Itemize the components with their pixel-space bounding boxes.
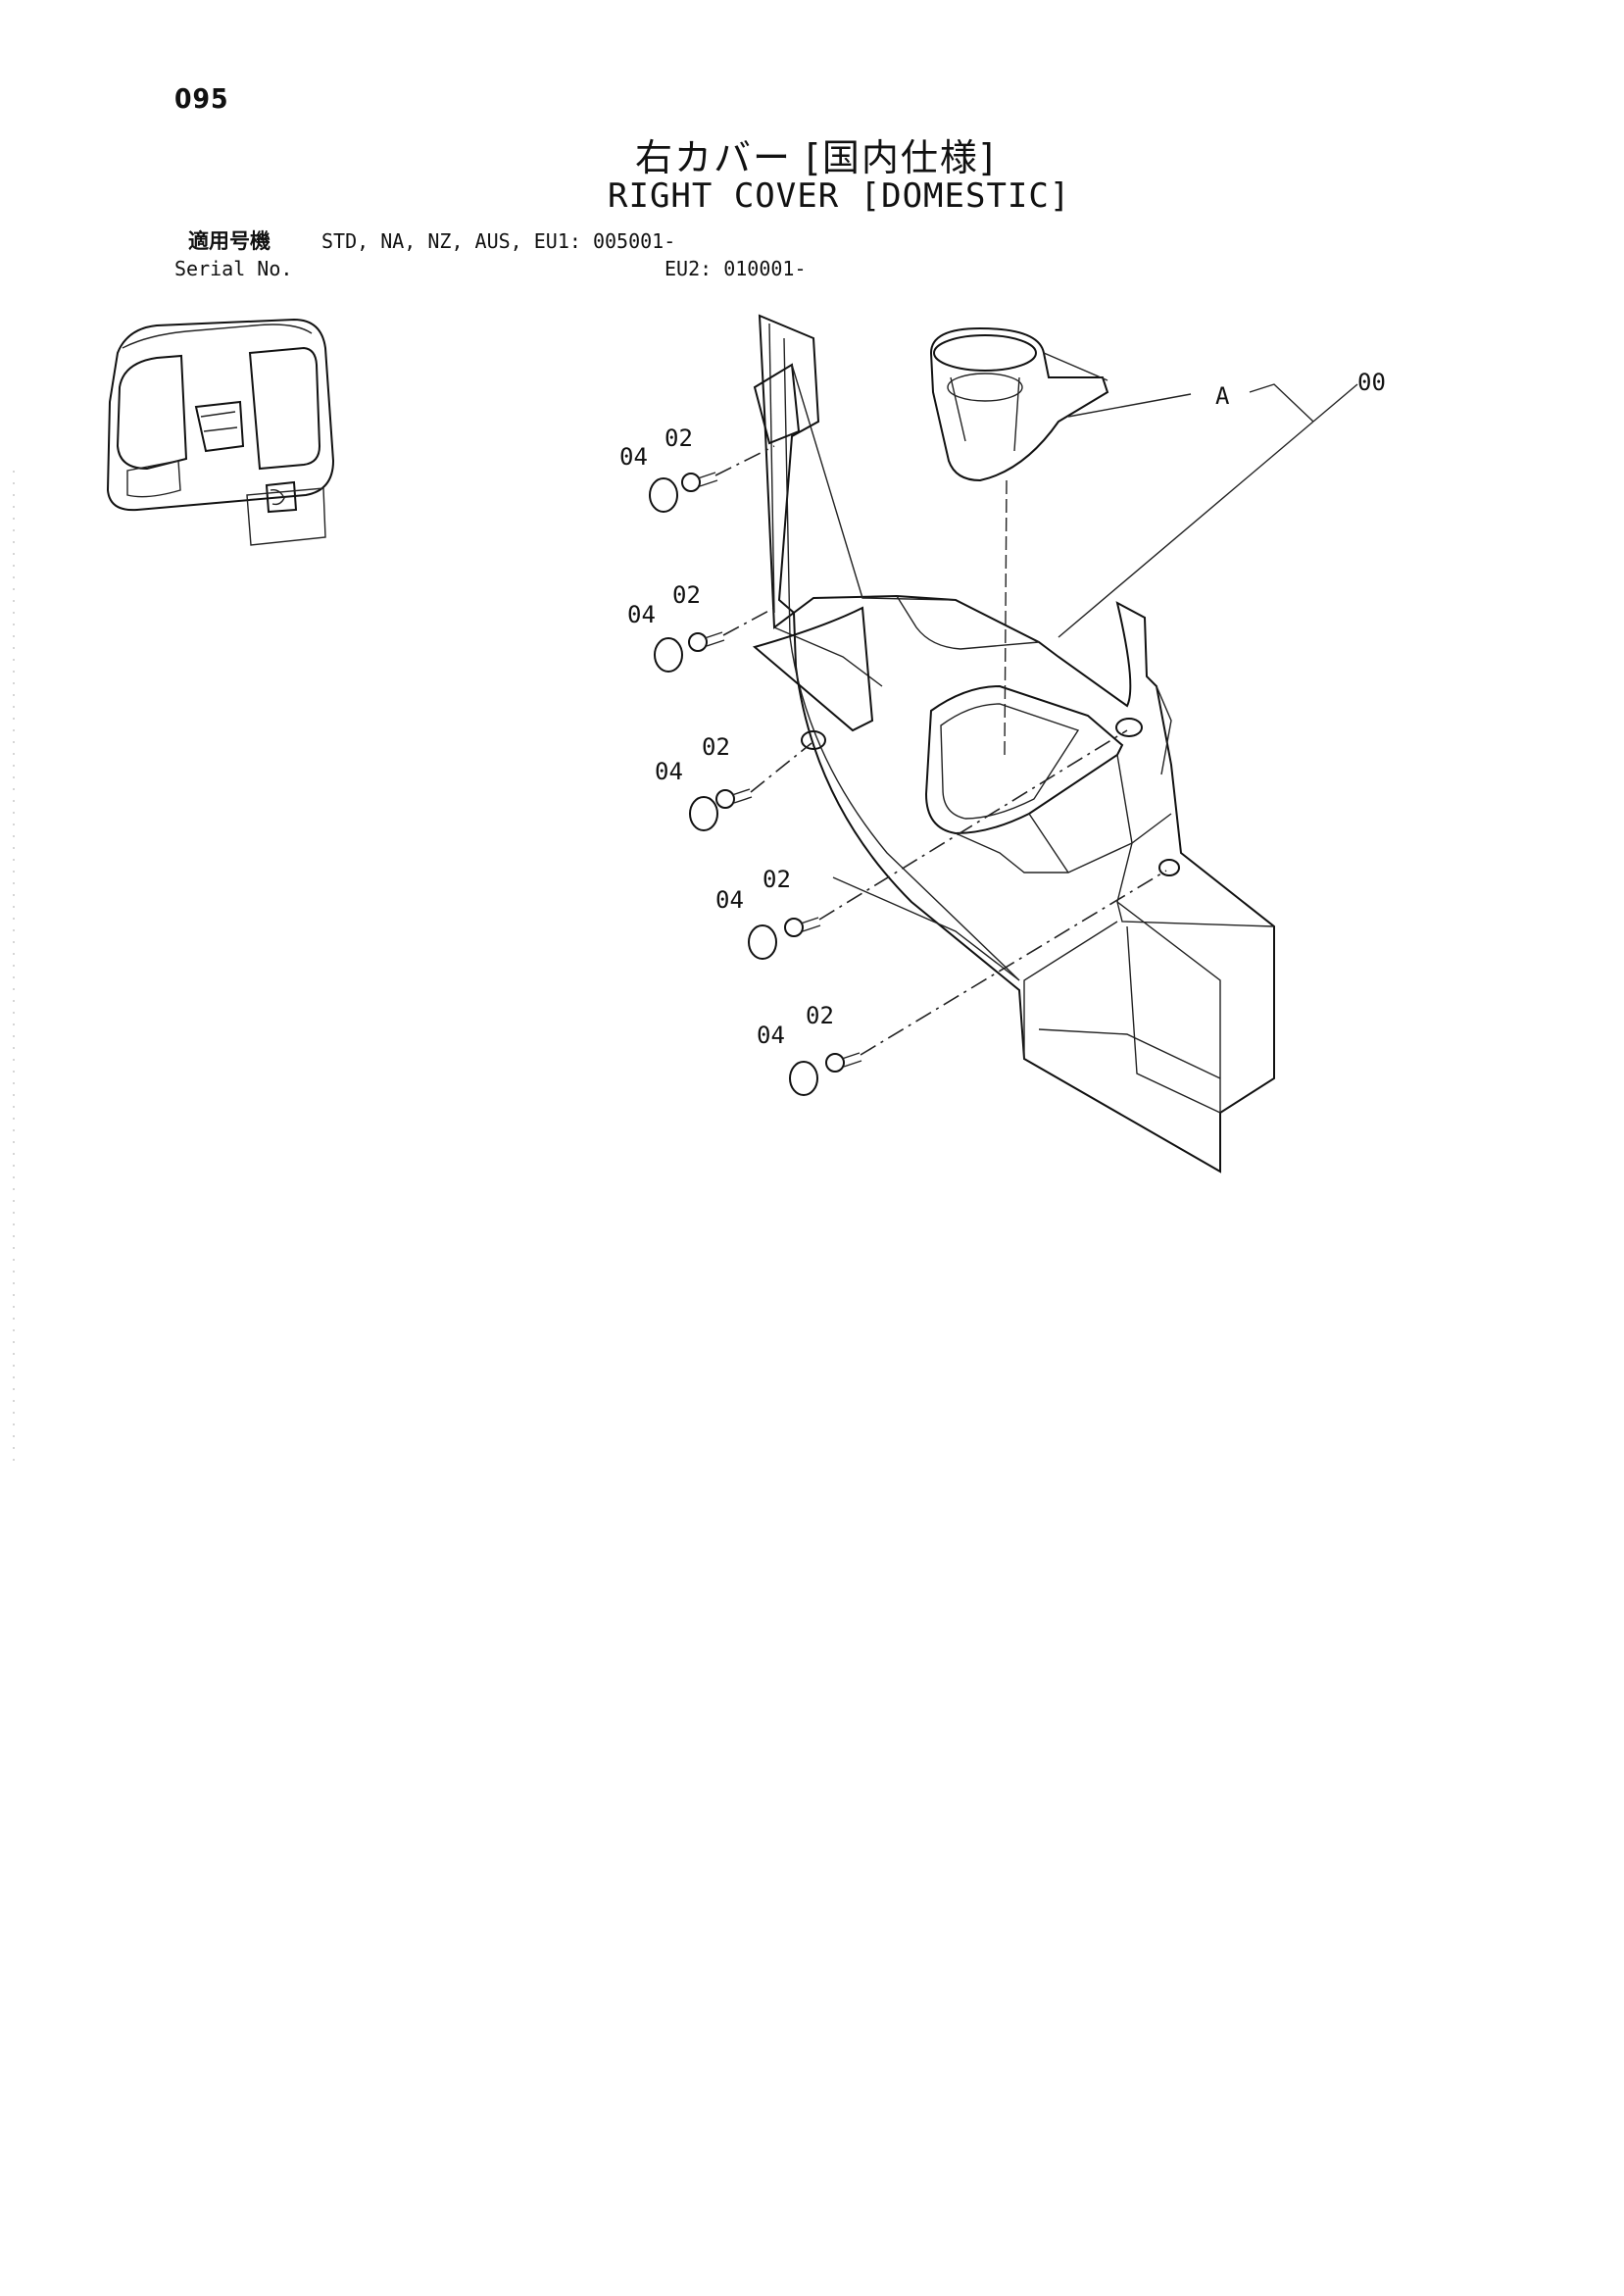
serial-eu2: EU2: 010001- [664, 257, 807, 280]
leader-lines [1058, 383, 1358, 638]
fastener-set-2 [654, 607, 775, 673]
callout-02: 02 [664, 424, 693, 452]
cab-thumbnail [106, 318, 335, 546]
part-a-holder [929, 326, 1109, 756]
callout-04: 04 [757, 1022, 785, 1049]
callout-04: 04 [715, 886, 744, 914]
callout-a: A [1215, 382, 1230, 410]
callout-04: 04 [627, 601, 656, 628]
callout-02: 02 [806, 1002, 834, 1029]
right-cover-body [752, 314, 1275, 1173]
fastener-set-4 [748, 729, 1128, 960]
cap-04 [649, 477, 678, 513]
callout-04: 04 [655, 758, 683, 785]
callout-02: 02 [763, 866, 791, 893]
serial-models: STD, NA, NZ, AUS, EU1: 005001- [321, 229, 676, 253]
callout-04: 04 [619, 443, 648, 471]
serial-label-japanese: 適用号機 [188, 229, 271, 253]
fastener-set-1 [649, 445, 775, 513]
title-english: RIGHT COVER [DOMESTIC] [608, 176, 1071, 216]
serial-label-english: Serial No. [174, 257, 293, 280]
fastener-set-5 [789, 870, 1167, 1096]
title-japanese: 右カバー [国内仕様] [635, 136, 996, 179]
callout-00: 00 [1357, 369, 1386, 396]
callout-02: 02 [672, 581, 701, 609]
bolt-02 [681, 473, 701, 492]
page-number: 095 [174, 82, 229, 115]
fastener-set-3 [689, 742, 812, 831]
callout-02: 02 [702, 733, 730, 761]
callouts: A 00 04 02 04 02 04 02 04 02 04 02 [619, 369, 1386, 1049]
